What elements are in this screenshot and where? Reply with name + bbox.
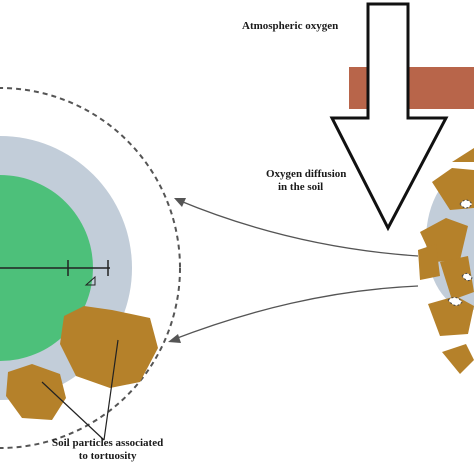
- label-soil-particles-line1: Soil particles associated: [52, 437, 164, 449]
- label-soil-particles-line2: to tortuosity: [78, 450, 137, 462]
- diffusion-arrow-upper: [177, 199, 419, 257]
- diffusion-arrows: [171, 199, 419, 341]
- label-soil-particles: Soil particles associated to tortuosity: [52, 437, 163, 463]
- diffusion-arrowhead-lower: [168, 334, 181, 343]
- label-oxygen-diffusion: Oxygen diffusion in the soil: [266, 168, 346, 194]
- atmospheric-oxygen-arrow: [329, 2, 449, 232]
- diffusion-arrow-lower: [171, 285, 419, 341]
- label-oxygen-diffusion-line2: in the soil: [278, 181, 324, 193]
- diffusion-arrowhead-upper: [174, 198, 186, 207]
- soil-profile-cluster: [418, 148, 474, 374]
- radius-measure: [0, 260, 110, 286]
- soil-particle-pointers: [41, 339, 119, 441]
- soil-particles-left: [6, 306, 158, 420]
- diffusion-boundary-dashed: [0, 87, 181, 449]
- label-atmospheric-oxygen: Atmospheric oxygen: [242, 20, 339, 32]
- label-oxygen-diffusion-line1: Oxygen diffusion: [266, 168, 347, 180]
